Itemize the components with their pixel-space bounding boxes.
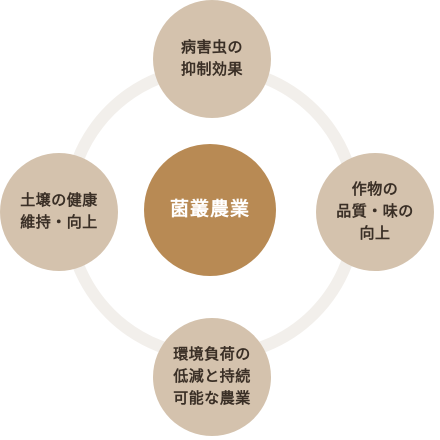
node-soil-health-label: 土壌の健康 維持・向上 — [20, 191, 98, 231]
node-sustainable-agriculture: 環境負荷の 低減と持続 可能な農業 — [153, 318, 271, 436]
node-soil-health: 土壌の健康 維持・向上 — [0, 153, 118, 271]
node-pest-suppression-label: 病害虫の 抑制効果 — [180, 38, 243, 78]
node-sustainable-agriculture-label: 環境負荷の 低減と持続 可能な農業 — [173, 345, 251, 407]
node-crop-quality-label: 作物の 品質・味の 向上 — [336, 180, 414, 242]
node-pest-suppression: 病害虫の 抑制効果 — [153, 0, 271, 118]
node-crop-quality: 作物の 品質・味の 向上 — [316, 153, 434, 271]
center-node-label: 菌叢農業 — [169, 198, 250, 221]
center-node-microbiome-agriculture: 菌叢農業 — [144, 144, 276, 276]
